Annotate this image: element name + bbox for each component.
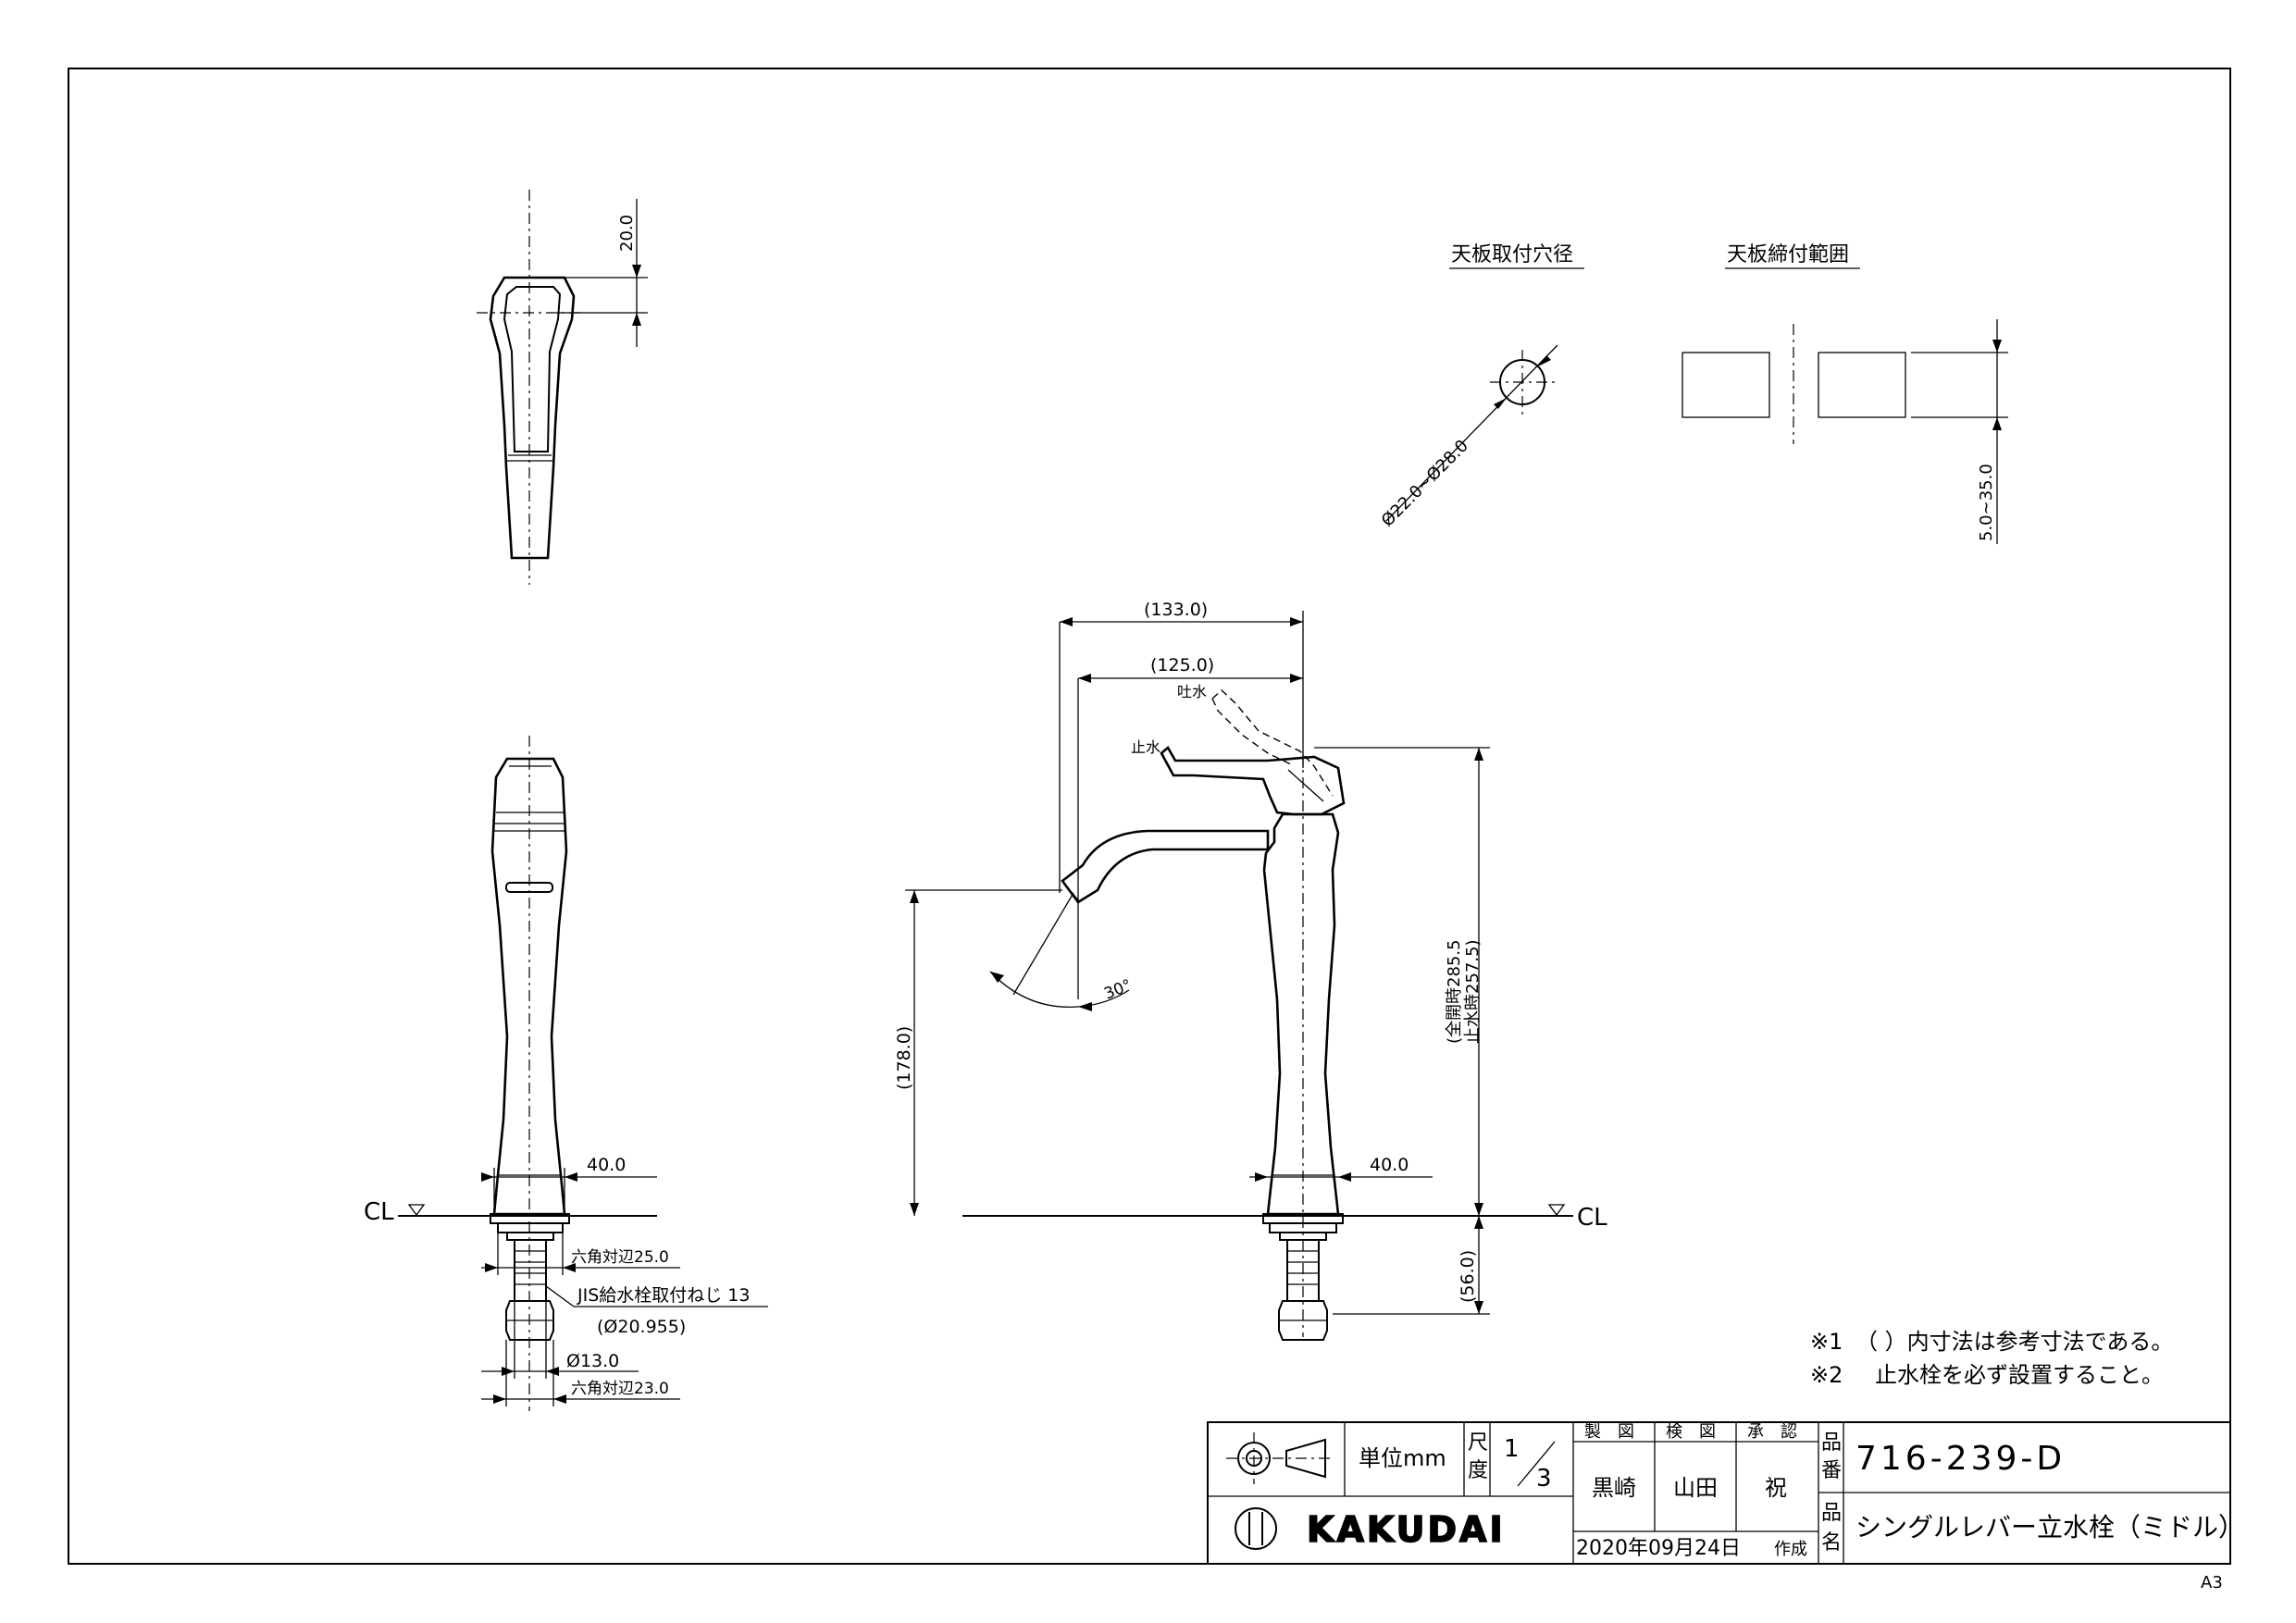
third-angle-projection-icon [1226, 1432, 1333, 1484]
checked-header: 検 図 [1666, 1422, 1716, 1442]
lever-angle-label: 30° [1101, 976, 1134, 1004]
checked-by: 山田 [1673, 1475, 1718, 1501]
dim-hex-nut-25: 六角対辺25.0 [571, 1248, 669, 1267]
dim-hole-diameter: Ø22.0~Ø28.0 [1378, 436, 1472, 530]
drawn-header: 製 図 [1584, 1422, 1634, 1442]
product-number: 716-239-D [1855, 1440, 2066, 1478]
dim-side-base-width: 40.0 [1370, 1155, 1409, 1175]
dim-total-height-open: (全開時285.5 [1445, 939, 1464, 1044]
side-view: 吐水 止水 (133.0) (125.0) 30° (178.0) (全開時28… [894, 600, 1607, 1341]
notes: ※1 （ ）内寸法は参考寸法である。 ※2 止水栓を必ず設置すること。 [1810, 1329, 2173, 1388]
clamp-range-detail: 天板締付範囲 5.0~35.0 [1682, 243, 2008, 544]
product-no-label-1: 品 [1821, 1431, 1842, 1455]
stop-label: 止水 [1131, 738, 1160, 756]
dim-total-height-closed: 止水時257.5) [1463, 939, 1483, 1044]
paper-size: A3 [2201, 1573, 2223, 1592]
product-name-label-1: 品 [1821, 1502, 1842, 1525]
product-name-label-2: 名 [1821, 1531, 1842, 1555]
scale-label-1: 尺 [1468, 1431, 1488, 1455]
dim-below-counter: (56.0) [1458, 1250, 1478, 1303]
front-view: CL 40.0 六角対辺25.0 JIS給水栓取付ねじ 13 (Ø20.955)… [364, 736, 768, 1411]
unit-label: 単位mm [1359, 1445, 1446, 1471]
approved-header: 承 認 [1747, 1422, 1797, 1442]
dim-overall-width: (133.0) [1144, 600, 1208, 620]
scale-label-2: 度 [1468, 1459, 1488, 1482]
discharge-label: 吐水 [1177, 683, 1207, 700]
note-2-text: 止水栓を必ず設置すること。 [1875, 1362, 2164, 1388]
drawing-border [68, 68, 2231, 1565]
cl-label-right: CL [1577, 1204, 1607, 1232]
thread-diameter-label: (Ø20.955) [597, 1317, 686, 1337]
kakudai-logo: KAKUDAI [1235, 1507, 1506, 1551]
dim-pipe-diameter: Ø13.0 [566, 1351, 619, 1371]
company-name: KAKUDAI [1307, 1509, 1506, 1550]
drawn-by: 黒崎 [1592, 1475, 1636, 1501]
note-1-text: （ ）内寸法は参考寸法である。 [1855, 1329, 2173, 1355]
dim-counter-thickness: 5.0~35.0 [1977, 464, 1996, 541]
dim-spout-reach: (125.0) [1150, 655, 1214, 675]
note-1-mark: ※1 [1810, 1329, 1843, 1355]
hole-diameter-title: 天板取付穴径 [1451, 243, 1573, 266]
cl-label-left: CL [364, 1198, 394, 1226]
clamp-range-title: 天板締付範囲 [1727, 243, 1849, 266]
jis-thread-label: JIS給水栓取付ねじ 13 [577, 1285, 750, 1306]
dim-spout-height: (178.0) [894, 1026, 914, 1090]
hole-diameter-detail: 天板取付穴径 Ø22.0~Ø28.0 [1378, 243, 1584, 531]
dim-top-view-height: 20.0 [617, 215, 637, 252]
title-block: 単位mm 尺 度 1 3 製 図 検 図 承 認 黒崎 山田 祝 2020年09… [1207, 1421, 2244, 1565]
product-no-label-2: 番 [1821, 1459, 1842, 1482]
creation-date-suffix: 作成 [1774, 1540, 1807, 1559]
scale-numerator: 1 [1504, 1435, 1520, 1463]
product-name: シングルレバー立水栓（ミドル） [1855, 1512, 2244, 1542]
approved-by: 祝 [1765, 1475, 1787, 1501]
creation-date: 2020年09月24日 [1576, 1537, 1741, 1560]
dim-hex-nut-23: 六角対辺23.0 [571, 1380, 669, 1398]
scale-denominator: 3 [1536, 1465, 1552, 1493]
dim-front-base-width: 40.0 [587, 1155, 626, 1175]
top-view: 20.0 [477, 190, 648, 585]
note-2-mark: ※2 [1810, 1362, 1843, 1388]
